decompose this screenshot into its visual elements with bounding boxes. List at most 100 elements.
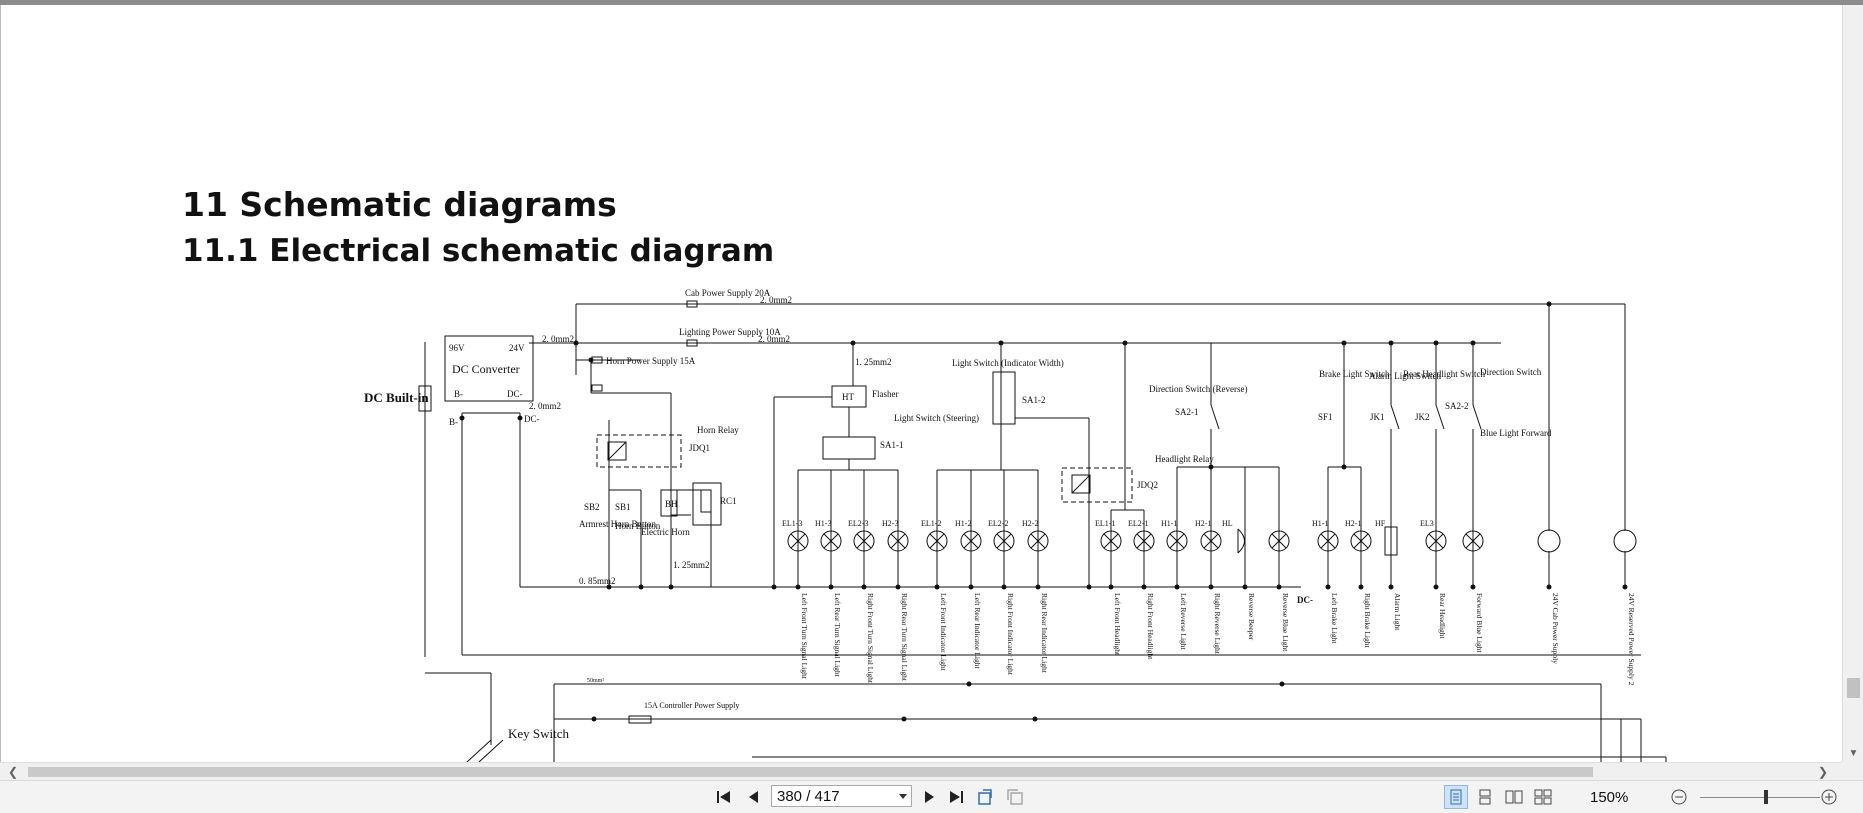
electrical-schematic-diagram: DC Built-in DC Converter 96V 24V B- DC- … — [364, 288, 1667, 762]
two-page-continuous-view-button[interactable] — [1531, 785, 1555, 809]
chevron-down-icon — [899, 794, 907, 799]
lamp-code-label: EL2-2 — [988, 519, 1008, 528]
controller-power-label: 15A Controller Power Supply — [644, 701, 739, 710]
last-page-button[interactable] — [945, 785, 967, 809]
lamp-code-label: H2-3 — [882, 519, 898, 528]
direction-switch-label: Direction Switch — [1480, 367, 1542, 377]
dc-minus-bus-label: DC- — [1297, 595, 1313, 605]
zoom-slider-thumb[interactable] — [1764, 790, 1768, 804]
wire-size-label: 1. 25mm2 — [855, 357, 892, 367]
component-label: Left Brake Light — [1330, 593, 1339, 644]
bh-label: BH — [665, 499, 678, 509]
lamp-code-label: H1-2 — [955, 519, 971, 528]
component-label: Left Reverse Light — [1179, 593, 1188, 651]
component-label: Right Front Turn Signal Light — [866, 593, 875, 684]
dc-converter-label: DC Converter — [452, 362, 520, 376]
zoom-slider[interactable] — [1700, 797, 1820, 798]
dc-builtin-label: DC Built-in — [364, 390, 429, 405]
light-switch-width-label: Light Switch (Indicator Width) — [952, 358, 1064, 368]
previous-view-icon — [978, 789, 992, 805]
lamp-code-label: EL1-3 — [782, 519, 802, 528]
component-label: Forward Blue Light — [1475, 593, 1484, 653]
lamp-code-label: HL — [1222, 519, 1233, 528]
zoom-out-button[interactable] — [1668, 785, 1690, 809]
lamp-code-label: EL1-1 — [1095, 519, 1115, 528]
b-minus-label: B- — [454, 389, 463, 399]
two-page-view-button[interactable] — [1502, 785, 1526, 809]
component-label: Left Front Indicator Light — [939, 593, 948, 672]
section-heading: 11 Schematic diagrams — [182, 185, 617, 224]
previous-view-button[interactable] — [975, 785, 997, 809]
24v-label: 24V — [509, 343, 525, 353]
horizontal-scrollbar-thumb[interactable] — [28, 767, 1593, 777]
subsection-heading: 11.1 Electrical schematic diagram — [182, 233, 775, 269]
continuous-view-button[interactable] — [1473, 785, 1497, 809]
lamp-code-label: H2-2 — [1022, 519, 1038, 528]
scroll-right-arrow-icon[interactable]: ❯ — [1818, 765, 1829, 779]
horn-button-label: Horn Button — [615, 521, 661, 531]
component-label: Left Rear Turn Signal Light — [833, 593, 842, 678]
cab-power-label: Cab Power Supply 20A — [685, 288, 771, 298]
two-page-continuous-icon — [1534, 789, 1552, 805]
component-label: Right Rear Turn Signal Light — [900, 593, 909, 682]
component-label: Right Front Headlight — [1146, 593, 1155, 660]
previous-page-button[interactable] — [743, 785, 765, 809]
rear-headlight-switch-label: Rear Headlight Switch — [1403, 369, 1485, 379]
single-page-view-button[interactable] — [1444, 785, 1468, 809]
previous-page-icon — [749, 791, 758, 803]
page-number-select[interactable]: 380 / 417 — [771, 785, 912, 807]
next-view-button[interactable] — [1004, 785, 1026, 809]
lamp-code-label: H2-1 — [1345, 519, 1361, 528]
ht-label: HT — [842, 392, 854, 402]
lamp-code-label: EL2-3 — [848, 519, 868, 528]
horizontal-scrollbar[interactable]: ❮ ❯ — [0, 762, 1842, 781]
sa1-2-label: SA1-2 — [1022, 395, 1046, 405]
alarm-light-switch-label: Alarm Light Switch — [1369, 371, 1441, 381]
component-label: Right Brake Light — [1363, 593, 1372, 648]
lamp-code-label: EL2-1 — [1128, 519, 1148, 528]
component-label: 24V Cab Power Supply — [1551, 593, 1560, 664]
next-page-button[interactable] — [918, 785, 940, 809]
wire-size-label: 2. 0mm2 — [760, 295, 792, 305]
zoom-level[interactable]: 150% — [1590, 789, 1629, 806]
direction-switch-reverse-label: Direction Switch (Reverse) — [1149, 384, 1247, 394]
next-view-icon — [1007, 789, 1023, 805]
viewer-toolbar: 380 / 417 150% — [0, 780, 1863, 813]
component-label: Left Front Turn Signal Light — [800, 593, 809, 680]
lighting-power-label: Lighting Power Supply 10A — [679, 327, 781, 337]
component-label: 24V Reserved Power Supply 2 — [1627, 593, 1636, 686]
jk1-label: JK1 — [1370, 412, 1385, 422]
sb2-label: SB2 — [584, 502, 600, 512]
sa2-2-label: SA2-2 — [1445, 401, 1469, 411]
scrollbar-corner — [1842, 762, 1863, 780]
component-label: Right Front Indicator Light — [1006, 593, 1015, 676]
scroll-down-arrow-icon[interactable]: ▼ — [1848, 748, 1859, 759]
jk2-label: JK2 — [1415, 412, 1430, 422]
jdq2-label: JDQ2 — [1137, 480, 1158, 490]
zoom-out-icon — [1671, 789, 1687, 805]
armrest-horn-label: Armrest Horn Button — [579, 519, 656, 529]
component-label: Left Rear Indicator Light — [973, 593, 982, 670]
component-label: Right Rear Indicator Light — [1040, 593, 1049, 674]
vertical-scrollbar-thumb[interactable] — [1847, 678, 1860, 698]
vertical-scrollbar[interactable]: ▼ — [1842, 5, 1863, 762]
flasher-label: Flasher — [872, 389, 899, 399]
scroll-left-arrow-icon[interactable]: ❮ — [8, 765, 19, 779]
96v-label: 96V — [449, 343, 465, 353]
sa2-1-label: SA2-1 — [1175, 407, 1199, 417]
next-page-icon — [925, 791, 934, 803]
wire-size-label: 0. 85mm2 — [579, 576, 616, 586]
first-page-icon — [717, 791, 730, 803]
horn-power-label: Horn Power Supply 15A — [606, 356, 696, 366]
first-page-button[interactable] — [713, 785, 735, 809]
wire-size-label: 2. 0mm2 — [529, 401, 561, 411]
component-label: Reverse Beeper — [1247, 593, 1256, 641]
two-page-icon — [1505, 790, 1523, 804]
zoom-in-button[interactable] — [1818, 785, 1840, 809]
wire-size-label: 1. 25mm2 — [673, 560, 710, 570]
lamp-code-label: EL1-2 — [921, 519, 941, 528]
dc-minus-node-label: DC- — [524, 414, 540, 424]
window-top-border — [0, 0, 1863, 5]
sf1-label: SF1 — [1318, 412, 1333, 422]
wire-size-label: 2. 0mm2 — [542, 334, 574, 344]
